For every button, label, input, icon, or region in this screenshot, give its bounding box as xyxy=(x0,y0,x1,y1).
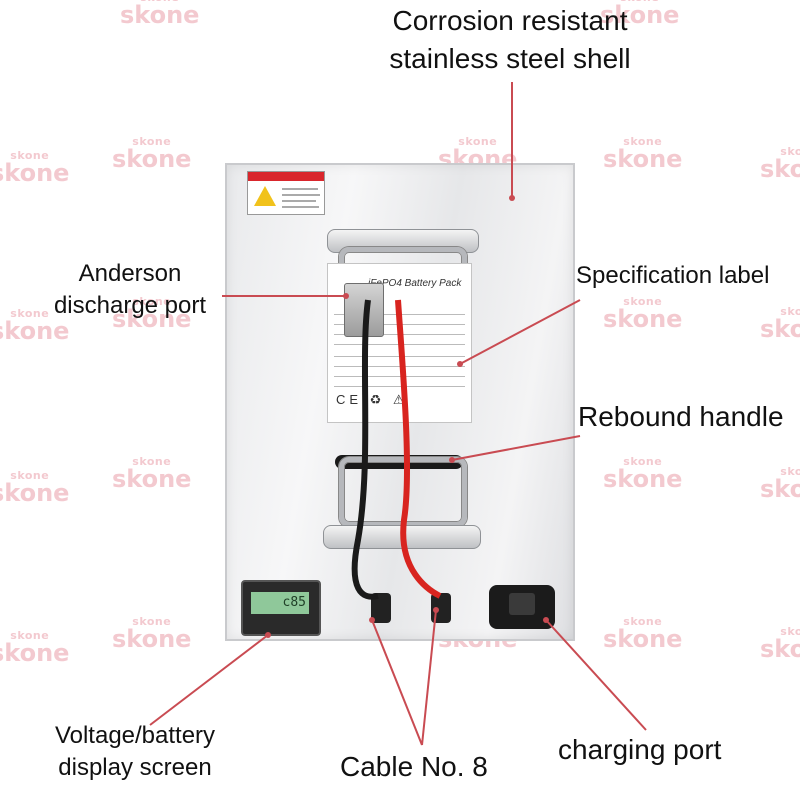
callout-display-line-1: Voltage/battery xyxy=(54,722,216,749)
leader-dot-charging xyxy=(543,617,549,623)
callout-anderson-line-2: discharge port xyxy=(53,292,207,320)
callout-shell: Corrosion resistant stainless steel shel… xyxy=(345,2,675,78)
display-reading: c85 xyxy=(251,592,309,614)
callout-rebound-handle: Rebound handle xyxy=(578,401,784,432)
leader-dot-cable-right xyxy=(433,607,439,613)
leader-dot-anderson xyxy=(343,293,349,299)
red-cable xyxy=(395,299,442,599)
callout-anderson: Anderson discharge port xyxy=(40,258,220,323)
callout-shell-line-1: Corrosion resistant xyxy=(392,5,628,36)
leader-line-display xyxy=(149,634,269,726)
leader-line-cable-left xyxy=(371,619,423,746)
leader-line-cable-right xyxy=(421,609,437,746)
warning-triangle-icon xyxy=(254,186,276,206)
black-cable-gland xyxy=(371,593,391,623)
callout-anderson-line-1: Anderson xyxy=(78,260,182,287)
callout-charging-port: charging port xyxy=(558,734,722,765)
certification-marks: CE ♻ ⚠ xyxy=(336,392,409,407)
spec-label-title: iFePO4 Battery Pack xyxy=(368,278,462,289)
leader-line-spec xyxy=(459,299,581,365)
leader-dot-cable-left xyxy=(369,617,375,623)
leader-dot-spec xyxy=(457,361,463,367)
callout-shell-line-2: stainless steel shell xyxy=(389,42,631,74)
leader-dot-shell xyxy=(509,195,515,201)
leader-line-charging xyxy=(545,619,647,731)
black-cable xyxy=(351,299,379,600)
warning-sticker xyxy=(247,171,325,215)
callout-spec-label: Specification label xyxy=(576,262,770,289)
leader-line-handle xyxy=(451,435,581,461)
callout-display-line-2: display screen xyxy=(58,754,212,782)
leader-dot-handle xyxy=(449,457,455,463)
callout-cable: Cable No. 8 xyxy=(340,751,488,782)
callout-display: Voltage/battery display screen xyxy=(40,720,230,785)
voltage-display: c85 xyxy=(241,580,321,636)
leader-dot-display xyxy=(265,632,271,638)
